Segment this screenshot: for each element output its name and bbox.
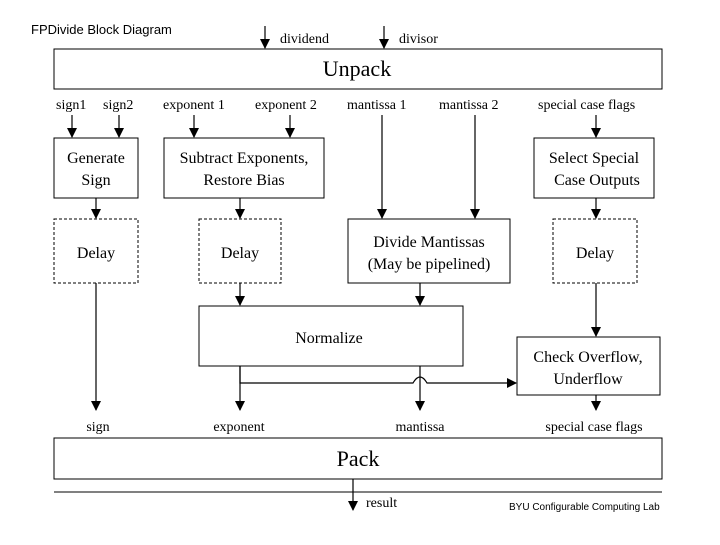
- check-overflow-block: [516, 336, 661, 396]
- select-special-block: [533, 137, 655, 199]
- exponent-to-check-arrow: [239, 366, 517, 388]
- generate-sign-label-1: Generate: [67, 150, 125, 167]
- select-special-label-1: Select Special: [549, 150, 640, 167]
- exponent1-label: exponent 1: [163, 98, 225, 113]
- subtract-exponents-block: [163, 137, 325, 199]
- divide-mantissas-label-1: Divide Mantissas: [373, 234, 485, 251]
- lab-credit: BYU Configurable Computing Lab: [509, 502, 660, 513]
- generate-sign-label-2: Sign: [81, 172, 110, 189]
- pack-block: [53, 437, 663, 480]
- select-special-label-2: Case Outputs: [554, 172, 640, 189]
- normalize-label: Normalize: [295, 330, 363, 347]
- diagram-title: FPDivide Block Diagram: [31, 22, 172, 37]
- divide-mantissas-label-2: (May be pipelined): [368, 256, 491, 273]
- exponent-delay-label: Delay: [221, 245, 259, 262]
- sign-delay-label: Delay: [77, 245, 115, 262]
- unpack-block: [53, 48, 663, 90]
- unpack-label: Unpack: [323, 56, 391, 81]
- subtract-exponents-label-1: Subtract Exponents,: [180, 150, 309, 167]
- subtract-exponents-label-2: Restore Bias: [203, 172, 284, 189]
- special-flags-label-bottom: special case flags: [545, 420, 642, 435]
- exponent-delay-block: [198, 218, 282, 284]
- result-label: result: [366, 496, 397, 511]
- sign-label: sign: [86, 420, 109, 435]
- mantissa2-label: mantissa 2: [439, 98, 499, 113]
- mantissa1-label: mantissa 1: [347, 98, 407, 113]
- generate-sign-block: [53, 137, 139, 199]
- exponent2-label: exponent 2: [255, 98, 317, 113]
- sign1-label: sign1: [56, 98, 86, 113]
- pack-label: Pack: [337, 446, 380, 471]
- check-overflow-label-1: Check Overflow,: [533, 349, 642, 366]
- check-overflow-label-2: Underflow: [553, 371, 623, 388]
- flags-delay-label: Delay: [576, 245, 614, 262]
- sign2-label: sign2: [103, 98, 133, 113]
- divide-mantissas-block: [347, 218, 511, 284]
- flags-delay-block: [552, 218, 638, 284]
- normalize-block: [198, 305, 464, 367]
- divisor-label: divisor: [399, 32, 438, 47]
- exponent-label: exponent: [213, 420, 264, 435]
- mantissa-label: mantissa: [396, 420, 446, 435]
- special-flags-label-top: special case flags: [538, 98, 635, 113]
- dividend-label: dividend: [280, 32, 329, 47]
